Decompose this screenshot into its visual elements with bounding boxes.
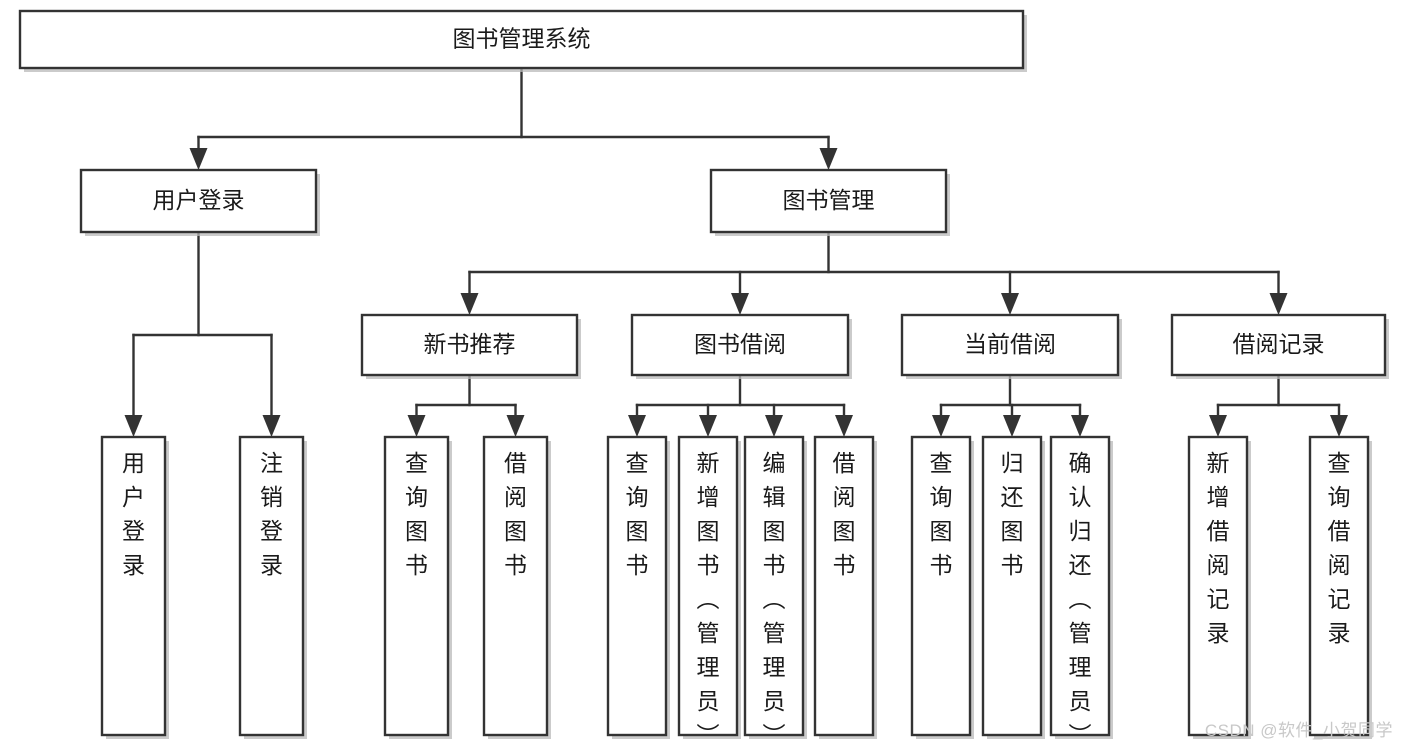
node-leaf-query-book-2-label: 查询图书 <box>626 450 649 578</box>
node-leaf-add-record[interactable]: 新增借阅记录 <box>1187 435 1251 739</box>
connector-layer <box>124 66 1348 437</box>
node-leaf-user-login[interactable]: 用户登录 <box>100 435 169 739</box>
node-leaf-query-book-1-label: 查询图书 <box>405 450 428 578</box>
connector-arrowhead <box>460 293 479 315</box>
node-current-borrow-label: 当前借阅 <box>964 331 1056 357</box>
node-root-system-label: 图书管理系统 <box>453 26 591 52</box>
node-leaf-borrow-book-2-box[interactable] <box>813 435 875 737</box>
connector-arrowhead <box>1001 293 1019 315</box>
node-book-borrow-box[interactable] <box>630 313 850 377</box>
node-leaf-edit-book-box[interactable] <box>743 435 805 737</box>
node-layer: 图书管理系统用户登录图书管理新书推荐图书借阅当前借阅借阅记录用户登录注销登录查询… <box>18 9 1389 747</box>
connector-arrowhead <box>124 415 143 437</box>
connector-arrowhead <box>189 148 208 170</box>
connector-arrowhead <box>835 415 853 437</box>
node-leaf-confirm-return-label: 确认归还︵管理员︶ <box>1069 450 1092 747</box>
connector-arrowhead <box>407 415 426 437</box>
node-current-borrow-box[interactable] <box>900 313 1120 377</box>
node-new-book-recommend-box[interactable] <box>360 313 579 377</box>
connector-arrowhead <box>765 415 783 437</box>
node-leaf-user-logout[interactable]: 注销登录 <box>238 435 307 739</box>
node-leaf-edit-book-label: 编辑图书︵管理员︶ <box>763 450 786 747</box>
node-leaf-borrow-book-1[interactable]: 借阅图书 <box>482 435 551 739</box>
connector-arrowhead <box>699 415 717 437</box>
node-user-login-label: 用户登录 <box>153 187 245 213</box>
node-leaf-edit-book[interactable]: 编辑图书︵管理员︶ <box>743 435 807 747</box>
connector-arrowhead <box>1330 415 1348 437</box>
node-leaf-query-book-1[interactable]: 查询图书 <box>383 435 452 739</box>
node-leaf-add-record-box[interactable] <box>1187 435 1249 737</box>
connector-arrowhead <box>819 148 838 170</box>
node-book-borrow-label: 图书借阅 <box>694 331 786 357</box>
node-user-login-box[interactable] <box>79 168 318 234</box>
node-book-manage-box[interactable] <box>709 168 948 234</box>
connector-arrowhead <box>1209 415 1227 437</box>
node-leaf-user-logout-label: 注销登录 <box>260 450 283 578</box>
node-leaf-confirm-return[interactable]: 确认归还︵管理员︶ <box>1049 435 1113 747</box>
node-leaf-return-book[interactable]: 归还图书 <box>981 435 1045 739</box>
node-leaf-query-book-3[interactable]: 查询图书 <box>910 435 974 739</box>
node-leaf-add-book-box[interactable] <box>677 435 739 737</box>
node-leaf-query-book-2[interactable]: 查询图书 <box>606 435 670 739</box>
node-leaf-query-book-3-box[interactable] <box>910 435 972 737</box>
node-leaf-borrow-book-2-label: 借阅图书 <box>833 450 856 578</box>
node-leaf-query-record-label: 查询借阅记录 <box>1328 450 1351 646</box>
connector-arrowhead <box>1269 293 1288 315</box>
connector-arrowhead <box>628 415 646 437</box>
node-leaf-confirm-return-box[interactable] <box>1049 435 1111 737</box>
node-root-system[interactable]: 图书管理系统 <box>18 9 1027 72</box>
node-root-system-box[interactable] <box>18 9 1025 70</box>
node-book-manage[interactable]: 图书管理 <box>709 168 950 236</box>
node-new-book-recommend[interactable]: 新书推荐 <box>360 313 581 379</box>
node-borrow-record-label: 借阅记录 <box>1233 331 1325 357</box>
node-leaf-borrow-book-2[interactable]: 借阅图书 <box>813 435 877 739</box>
connector-arrowhead <box>262 415 281 437</box>
connector-arrowhead <box>1071 415 1089 437</box>
node-borrow-record-box[interactable] <box>1170 313 1387 377</box>
node-leaf-query-book-2-box[interactable] <box>606 435 668 737</box>
node-new-book-recommend-label: 新书推荐 <box>424 331 516 357</box>
connector-arrowhead <box>731 293 749 315</box>
connector-arrowhead <box>506 415 525 437</box>
node-book-borrow[interactable]: 图书借阅 <box>630 313 852 379</box>
node-leaf-add-book[interactable]: 新增图书︵管理员︶ <box>677 435 741 747</box>
node-borrow-record[interactable]: 借阅记录 <box>1170 313 1389 379</box>
node-leaf-query-book-3-label: 查询图书 <box>930 450 953 578</box>
node-leaf-add-record-label: 新增借阅记录 <box>1207 450 1230 646</box>
node-leaf-user-login-label: 用户登录 <box>122 450 145 578</box>
node-leaf-borrow-book-1-label: 借阅图书 <box>504 450 527 578</box>
watermark-label: CSDN @软件_小贺同学 <box>1204 721 1393 740</box>
connector-arrowhead <box>1003 415 1021 437</box>
node-leaf-return-book-box[interactable] <box>981 435 1043 737</box>
node-book-manage-label: 图书管理 <box>783 187 875 213</box>
node-leaf-query-book-1-box[interactable] <box>383 435 450 737</box>
node-leaf-borrow-book-1-box[interactable] <box>482 435 549 737</box>
node-leaf-query-record-box[interactable] <box>1308 435 1370 737</box>
node-user-login[interactable]: 用户登录 <box>79 168 320 236</box>
node-leaf-query-record[interactable]: 查询借阅记录 <box>1308 435 1372 739</box>
node-current-borrow[interactable]: 当前借阅 <box>900 313 1122 379</box>
node-leaf-user-logout-box[interactable] <box>238 435 305 737</box>
node-leaf-return-book-label: 归还图书 <box>1001 450 1024 578</box>
node-leaf-user-login-box[interactable] <box>100 435 167 737</box>
node-leaf-add-book-label: 新增图书︵管理员︶ <box>697 450 720 747</box>
connector-arrowhead <box>932 415 950 437</box>
